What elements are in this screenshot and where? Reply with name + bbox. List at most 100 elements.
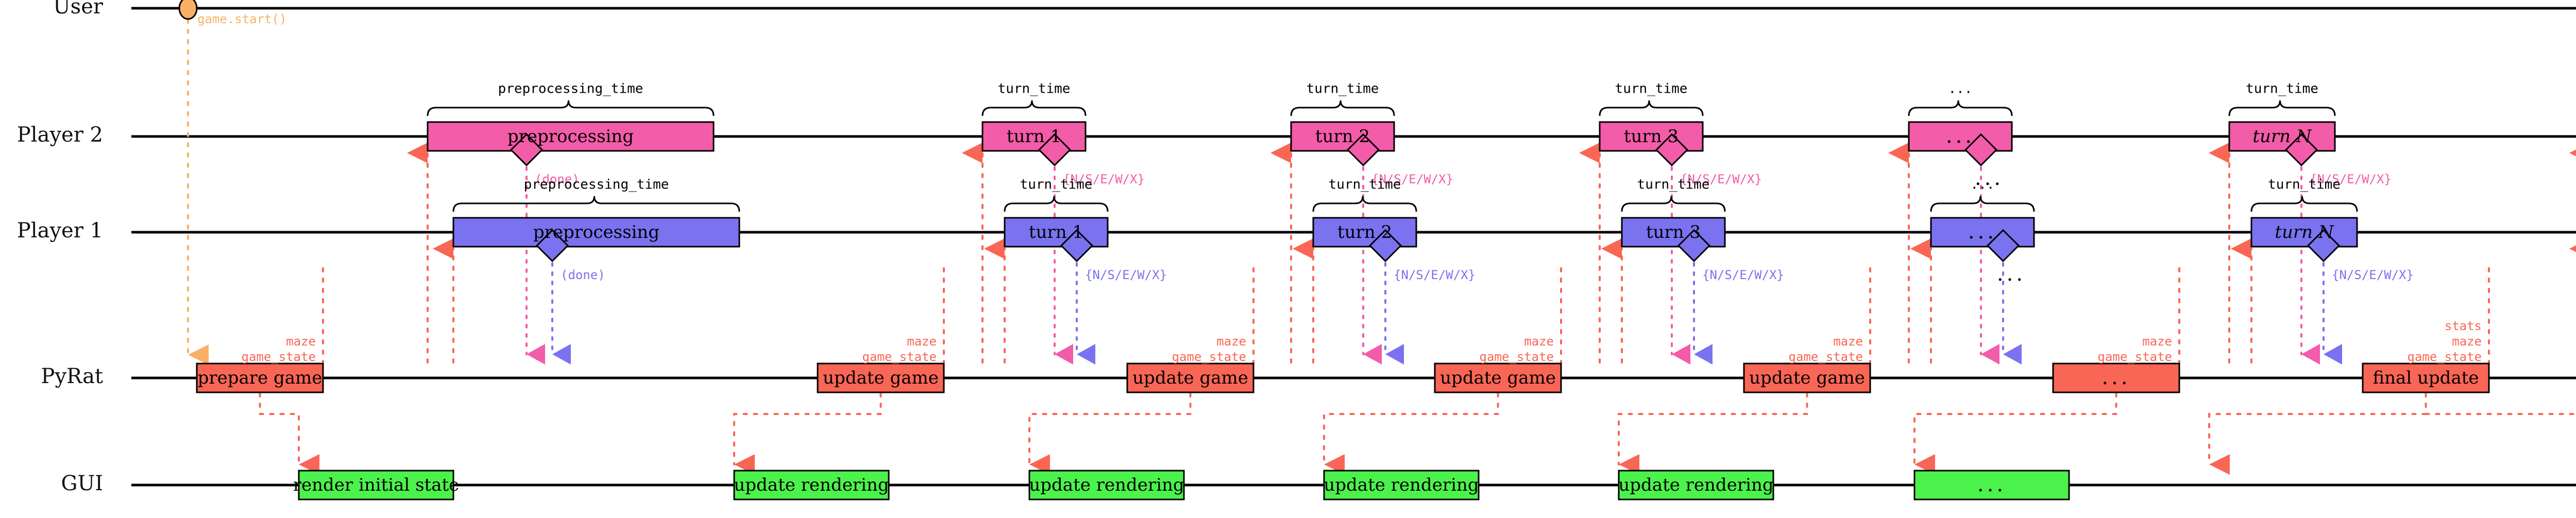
- activation-label-pyrat-5: ...: [2102, 366, 2130, 389]
- activation-player1-5[interactable]: [2250, 217, 2358, 248]
- activation-gui-1[interactable]: [733, 470, 890, 500]
- brace-player2-1: [981, 100, 1087, 116]
- activation-player1-4[interactable]: [1930, 217, 2035, 248]
- brace-player1-5: [2250, 196, 2358, 212]
- activation-pyrat-4[interactable]: [1743, 362, 1871, 393]
- activation-pyrat-6[interactable]: [2362, 362, 2490, 393]
- reply-diamond-player1-3[interactable]: [1677, 229, 1711, 263]
- activation-label-gui-0: render initial state: [293, 475, 460, 495]
- activation-blocks-group: [178, 0, 2490, 500]
- lane-label-gui: GUI: [61, 472, 103, 495]
- brace-player1-1: [1004, 196, 1109, 212]
- reply-label-player1-2: {N/S/E/W/X}: [1394, 268, 1476, 282]
- brace-label-player2-2: turn_time: [1307, 81, 1379, 97]
- brace-label-player2-0: preprocessing_time: [498, 81, 643, 97]
- activation-label-player1-0: preprocessing: [533, 222, 659, 243]
- pyrat-out-label-2-0: maze: [1216, 334, 1246, 349]
- activation-player1-2[interactable]: [1312, 217, 1417, 248]
- reply-label-player1-3: {N/S/E/W/X}: [1702, 268, 1784, 282]
- activation-gui-3[interactable]: [1323, 470, 1480, 500]
- activation-pyrat-1[interactable]: [817, 362, 945, 393]
- activation-player2-4[interactable]: [1908, 121, 2013, 152]
- reply-diamond-player1-1[interactable]: [1060, 229, 1094, 263]
- activation-label-player2-0: preprocessing: [507, 126, 634, 147]
- activation-player1-0[interactable]: [452, 217, 740, 248]
- activation-pyrat-3[interactable]: [1434, 362, 1562, 393]
- pyrat-out-label-1-1: game_state: [862, 350, 937, 364]
- pyrat-out-label-1-0: maze: [907, 334, 937, 349]
- activation-label-pyrat-4: update game: [1749, 368, 1865, 388]
- brace-player1-4: [1930, 196, 2035, 212]
- pyrat-to-gui-render-4: [1618, 392, 1808, 475]
- activation-pyrat-0[interactable]: [196, 362, 324, 393]
- pyrat-out-label-6-0: stats: [2445, 319, 2482, 333]
- brace-label-player1-5: turn_time: [2268, 177, 2341, 193]
- activation-label-player1-4: ...: [1968, 220, 1997, 244]
- brace-label-player1-0: preprocessing_time: [524, 177, 669, 193]
- pyrat-to-gui-render-0: [259, 392, 319, 475]
- reply-diamond-player2-3[interactable]: [1655, 133, 1689, 167]
- message-links-group: [187, 19, 2576, 475]
- lane-label-user: User: [53, 0, 104, 19]
- user-event-marker-start[interactable]: [178, 0, 198, 20]
- brace-player1-2: [1312, 196, 1417, 212]
- activation-player2-0[interactable]: [427, 121, 715, 152]
- activation-player2-1[interactable]: [981, 121, 1087, 152]
- user-event-label: game.start(): [197, 12, 286, 26]
- activation-label-player1-2: turn 2: [1337, 222, 1392, 243]
- activation-gui-5[interactable]: [1913, 470, 2070, 500]
- pyrat-out-label-0-1: game_state: [242, 350, 316, 364]
- pyrat-to-gui-render-5: [1913, 392, 2117, 475]
- brace-label-player2-3: turn_time: [1615, 81, 1688, 97]
- activation-pyrat-5[interactable]: [2052, 362, 2180, 393]
- pyrat-out-label-3-0: maze: [1524, 334, 1554, 349]
- reply-diamond-player2-0[interactable]: [510, 133, 544, 167]
- activation-gui-2[interactable]: [1028, 470, 1185, 500]
- activation-pyrat-2[interactable]: [1126, 362, 1255, 393]
- activation-label-player1-3: turn 3: [1646, 222, 1701, 243]
- activation-label-pyrat-3: update game: [1440, 368, 1556, 388]
- activation-gui-4[interactable]: [1618, 470, 1774, 500]
- reply-diamond-player2-2[interactable]: [1346, 133, 1380, 167]
- pyrat-out-label-5-0: maze: [2142, 334, 2172, 349]
- reply-diamond-player1-5[interactable]: [2307, 229, 2341, 263]
- reply-diamond-player1-2[interactable]: [1368, 229, 1402, 263]
- brace-label-player1-3: turn_time: [1637, 177, 1710, 193]
- activation-player1-3[interactable]: [1621, 217, 1726, 248]
- activation-gui-0[interactable]: [298, 470, 454, 500]
- brace-player2-3: [1599, 100, 1704, 116]
- brace-player1-3: [1621, 196, 1726, 212]
- reply-label-player2-5: {N/S/E/W/X}: [2310, 172, 2392, 186]
- pyrat-out-label-0-0: maze: [286, 334, 316, 349]
- pyrat-out-label-3-1: game_state: [1480, 350, 1554, 364]
- activation-player2-5[interactable]: [2228, 121, 2336, 152]
- reply-diamond-player2-4[interactable]: [1964, 133, 1998, 167]
- reply-diamond-player1-0[interactable]: [535, 229, 569, 263]
- reply-label-player2-4: ...: [1975, 166, 2004, 190]
- reply-diamond-player2-5[interactable]: [2284, 133, 2318, 167]
- reply-label-player1-1: {N/S/E/W/X}: [1085, 268, 1167, 282]
- reply-diamond-player2-1[interactable]: [1038, 133, 1072, 167]
- activation-label-gui-2: update rendering: [1029, 475, 1184, 495]
- activation-player1-1[interactable]: [1004, 217, 1109, 248]
- activation-player2-3[interactable]: [1599, 121, 1704, 152]
- lane-label-pyrat: PyRat: [41, 365, 103, 388]
- brace-label-player2-1: turn_time: [998, 81, 1071, 97]
- pyrat-out-label-5-1: game_state: [2098, 350, 2173, 364]
- reply-label-player2-3: {N/S/E/W/X}: [1680, 172, 1762, 186]
- pyrat-out-label-4-1: game_state: [1789, 350, 1863, 364]
- pyrat-out-label-2-1: game_state: [1172, 350, 1247, 364]
- pyrat-to-gui-render-1: [733, 392, 882, 475]
- activation-player2-2[interactable]: [1290, 121, 1395, 152]
- activation-label-player2-3: turn 3: [1624, 126, 1679, 147]
- pyrat-out-label-6-1: maze: [2452, 334, 2482, 349]
- brace-label-player2-5: turn_time: [2246, 81, 2318, 97]
- brace-player1-0: [452, 196, 740, 212]
- pyrat-out-label-4-0: maze: [1833, 334, 1863, 349]
- activation-label-gui-1: update rendering: [734, 475, 889, 495]
- activation-label-player1-5: turn N: [2275, 222, 2334, 243]
- pyrat-to-gui-render-6: [2208, 392, 2427, 475]
- reply-diamond-player1-4[interactable]: [1986, 229, 2020, 263]
- brace-player2-5: [2228, 100, 2336, 116]
